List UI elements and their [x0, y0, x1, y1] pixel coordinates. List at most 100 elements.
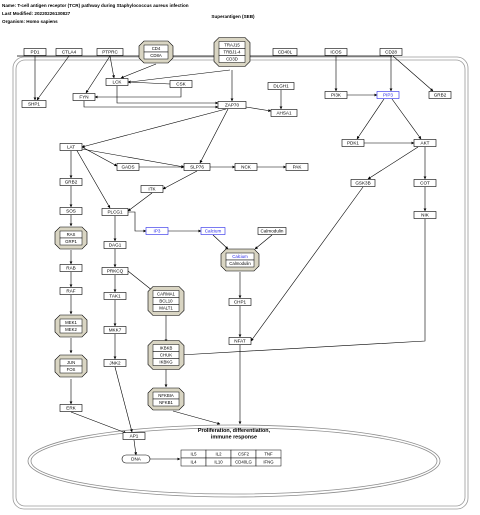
target-label: CD40LG [235, 459, 252, 464]
node-calmodulin[interactable]: Calmodulin [257, 227, 287, 235]
node-ctla4[interactable]: CTLA4 [55, 48, 83, 56]
member-label: CD8A [150, 53, 162, 58]
node-label: CD40L [278, 50, 293, 55]
node-erk[interactable]: ERK [59, 404, 83, 412]
node-label: SLP76 [190, 165, 204, 170]
node-jnk2[interactable]: JNK2 [103, 359, 127, 367]
node-label: PDK1 [347, 141, 359, 146]
node-rab[interactable]: RAB [59, 264, 83, 272]
node-box [59, 178, 83, 186]
target-gene-il4[interactable]: IL4 [180, 457, 207, 467]
node-box [59, 207, 83, 215]
node-cd40l[interactable]: CD40L [272, 48, 298, 56]
node-itk[interactable]: ITK [140, 185, 164, 193]
target-gene-csf2[interactable]: CSF2 [230, 449, 257, 459]
edge [70, 411, 127, 434]
node-nfat[interactable]: NFAT [228, 337, 252, 345]
node-dna[interactable]: DNA [121, 454, 151, 464]
node-ap1[interactable]: AP1 [122, 432, 146, 440]
target-gene-il2[interactable]: IL2 [205, 449, 232, 459]
node-box [145, 227, 169, 235]
node-box [413, 179, 437, 187]
node-prkcq[interactable]: PRKCQ [101, 267, 129, 275]
node-chp1[interactable]: CHP1 [228, 298, 252, 306]
node-fyn[interactable]: FYN [72, 93, 96, 101]
node-mkk7[interactable]: MKK7 [103, 326, 127, 334]
node-ptprc[interactable]: PTPRC [96, 48, 124, 56]
node-box [228, 298, 252, 306]
node-box [121, 454, 151, 464]
node-plcg1[interactable]: PLCG1 [101, 208, 129, 216]
node-sos[interactable]: SOS [59, 207, 83, 215]
node-dag1[interactable]: DAG1 [103, 241, 127, 249]
node-dlgh1[interactable]: DLGH1 [267, 82, 295, 90]
node-lat[interactable]: LAT [59, 143, 83, 151]
target-gene-il10[interactable]: IL10 [205, 457, 232, 467]
target-gene-tnf[interactable]: TNF [255, 449, 282, 459]
node-grb2-left[interactable]: GRB2 [59, 178, 83, 186]
target-gene-cd40lg[interactable]: CD40LG [230, 457, 257, 467]
edge [127, 192, 153, 212]
node-ip3[interactable]: IP3 [145, 227, 169, 235]
member-label: IKBKG [159, 359, 173, 364]
node-pip3[interactable]: PIP3 [376, 91, 400, 99]
edge [127, 69, 231, 84]
node-label: GADS [121, 165, 134, 170]
node-label: Calcium [205, 229, 222, 234]
node-gads[interactable]: GADS [116, 163, 140, 171]
member-box [59, 325, 83, 334]
node-shp1[interactable]: SHP1 [21, 100, 47, 108]
node-cot[interactable]: COT [413, 179, 437, 187]
node-label: IP3 [154, 229, 161, 234]
node-box [105, 78, 129, 86]
target-gene-il5[interactable]: IL5 [180, 449, 207, 459]
member-box [218, 55, 246, 63]
node-box [21, 100, 47, 108]
node-box [324, 48, 348, 56]
member-box [152, 304, 180, 312]
node-pd1[interactable]: PD1 [23, 48, 47, 56]
node-box [350, 179, 376, 187]
node-pi3k[interactable]: PI3K [324, 91, 348, 99]
node-slp76[interactable]: SLP76 [183, 163, 211, 171]
node-label: LCK [113, 80, 123, 85]
node-label: MKK7 [109, 328, 122, 333]
target-gene-ifng[interactable]: IFNG [255, 457, 282, 467]
node-csk[interactable]: CSK [169, 80, 193, 88]
node-nck[interactable]: NCK [234, 163, 258, 171]
node-box [96, 48, 124, 56]
node-lck[interactable]: LCK [105, 78, 129, 86]
node-raf[interactable]: RAF [59, 287, 83, 295]
node-box [379, 48, 403, 56]
node-grb2-right[interactable]: GRB2 [428, 91, 452, 99]
node-akt[interactable]: AKT [413, 139, 437, 147]
organism: Organism: Homo sapiens [2, 19, 58, 24]
node-label: CD28 [385, 50, 397, 55]
node-cd28[interactable]: CD28 [379, 48, 403, 56]
member-label: TRAJ15 [224, 42, 240, 47]
node-zap70[interactable]: ZAP70 [217, 101, 247, 109]
node-tak1[interactable]: TAK1 [103, 292, 127, 300]
node-box [413, 139, 437, 147]
edge [128, 211, 147, 233]
node-ahsa1[interactable]: AHSA1 [270, 109, 298, 117]
member-label: MEK1 [65, 320, 77, 325]
node-icos[interactable]: ICOS [324, 48, 348, 56]
node-nik[interactable]: NIK [413, 211, 437, 219]
node-calcium[interactable]: Calcium [200, 227, 226, 235]
member-box [143, 51, 169, 60]
member-box [225, 259, 255, 268]
member-label: NFKB1 [159, 400, 173, 405]
node-gsk3b[interactable]: GSK3B [350, 179, 376, 187]
node-pak[interactable]: PAK [285, 163, 309, 171]
node-pdk1[interactable]: PDK1 [341, 139, 365, 147]
